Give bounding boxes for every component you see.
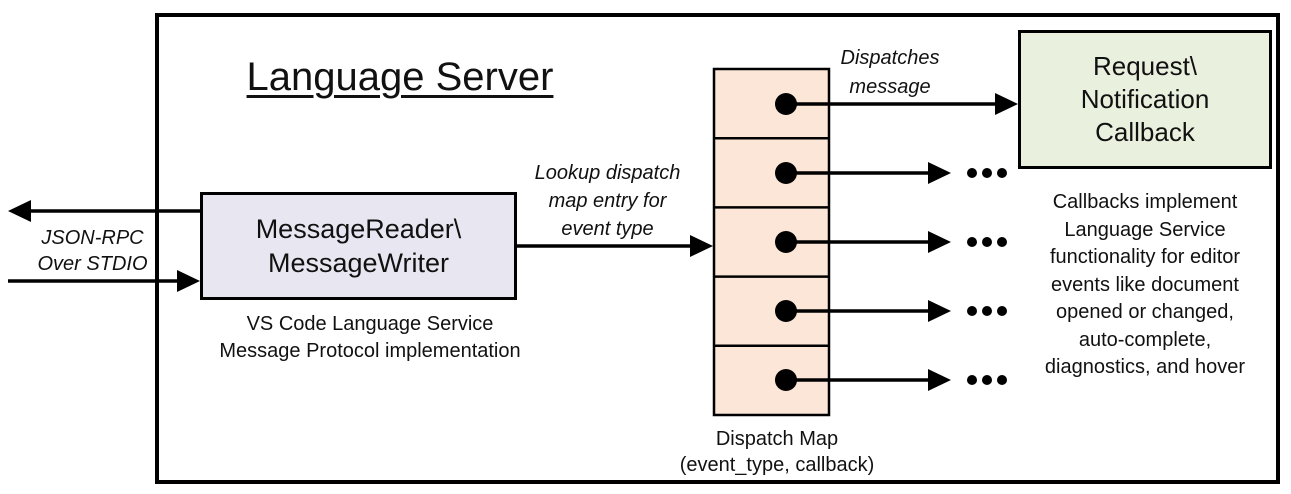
callback-caption: Callbacks implement Language Service fun… — [1044, 191, 1246, 378]
dispatch-arrow-1-head-icon — [995, 93, 1018, 115]
stdio-out-arrowhead-icon — [8, 200, 31, 222]
lookup-arrowhead-icon — [690, 235, 713, 257]
message-readwrite-box — [200, 192, 517, 300]
dispatch-arrow-3-head-icon — [928, 231, 951, 253]
callback-label: Request\ Notification Callback — [1080, 51, 1210, 147]
ellipsis-icon — [967, 375, 1007, 385]
dispatch-arrow-5-head-icon — [928, 369, 951, 391]
language-server-box — [155, 13, 1280, 484]
message-readwrite-label: MessageReader\ MessageWriter — [255, 213, 462, 278]
ellipsis-icon — [967, 306, 1007, 316]
stdio-edge-label: JSON-RPC Over STDIO — [37, 227, 148, 275]
ellipsis-icon — [967, 168, 1007, 178]
ellipsis-icon — [967, 237, 1007, 247]
stdio-in-arrowhead-icon — [177, 270, 200, 292]
dispatches-edge-label: Dispatches message — [840, 47, 940, 98]
dispatch-arrow-4-head-icon — [928, 300, 951, 322]
lookup-edge-label: Lookup dispatch map entry for event type — [534, 162, 681, 240]
diagram-title: Language Server — [246, 55, 554, 99]
message-readwrite-caption: VS Code Language Service Message Protoco… — [219, 313, 521, 362]
dispatch-map-label: Dispatch Map (event_type, callback) — [679, 428, 875, 476]
dispatch-arrow-2-head-icon — [928, 162, 951, 184]
callback-box — [1018, 30, 1272, 169]
